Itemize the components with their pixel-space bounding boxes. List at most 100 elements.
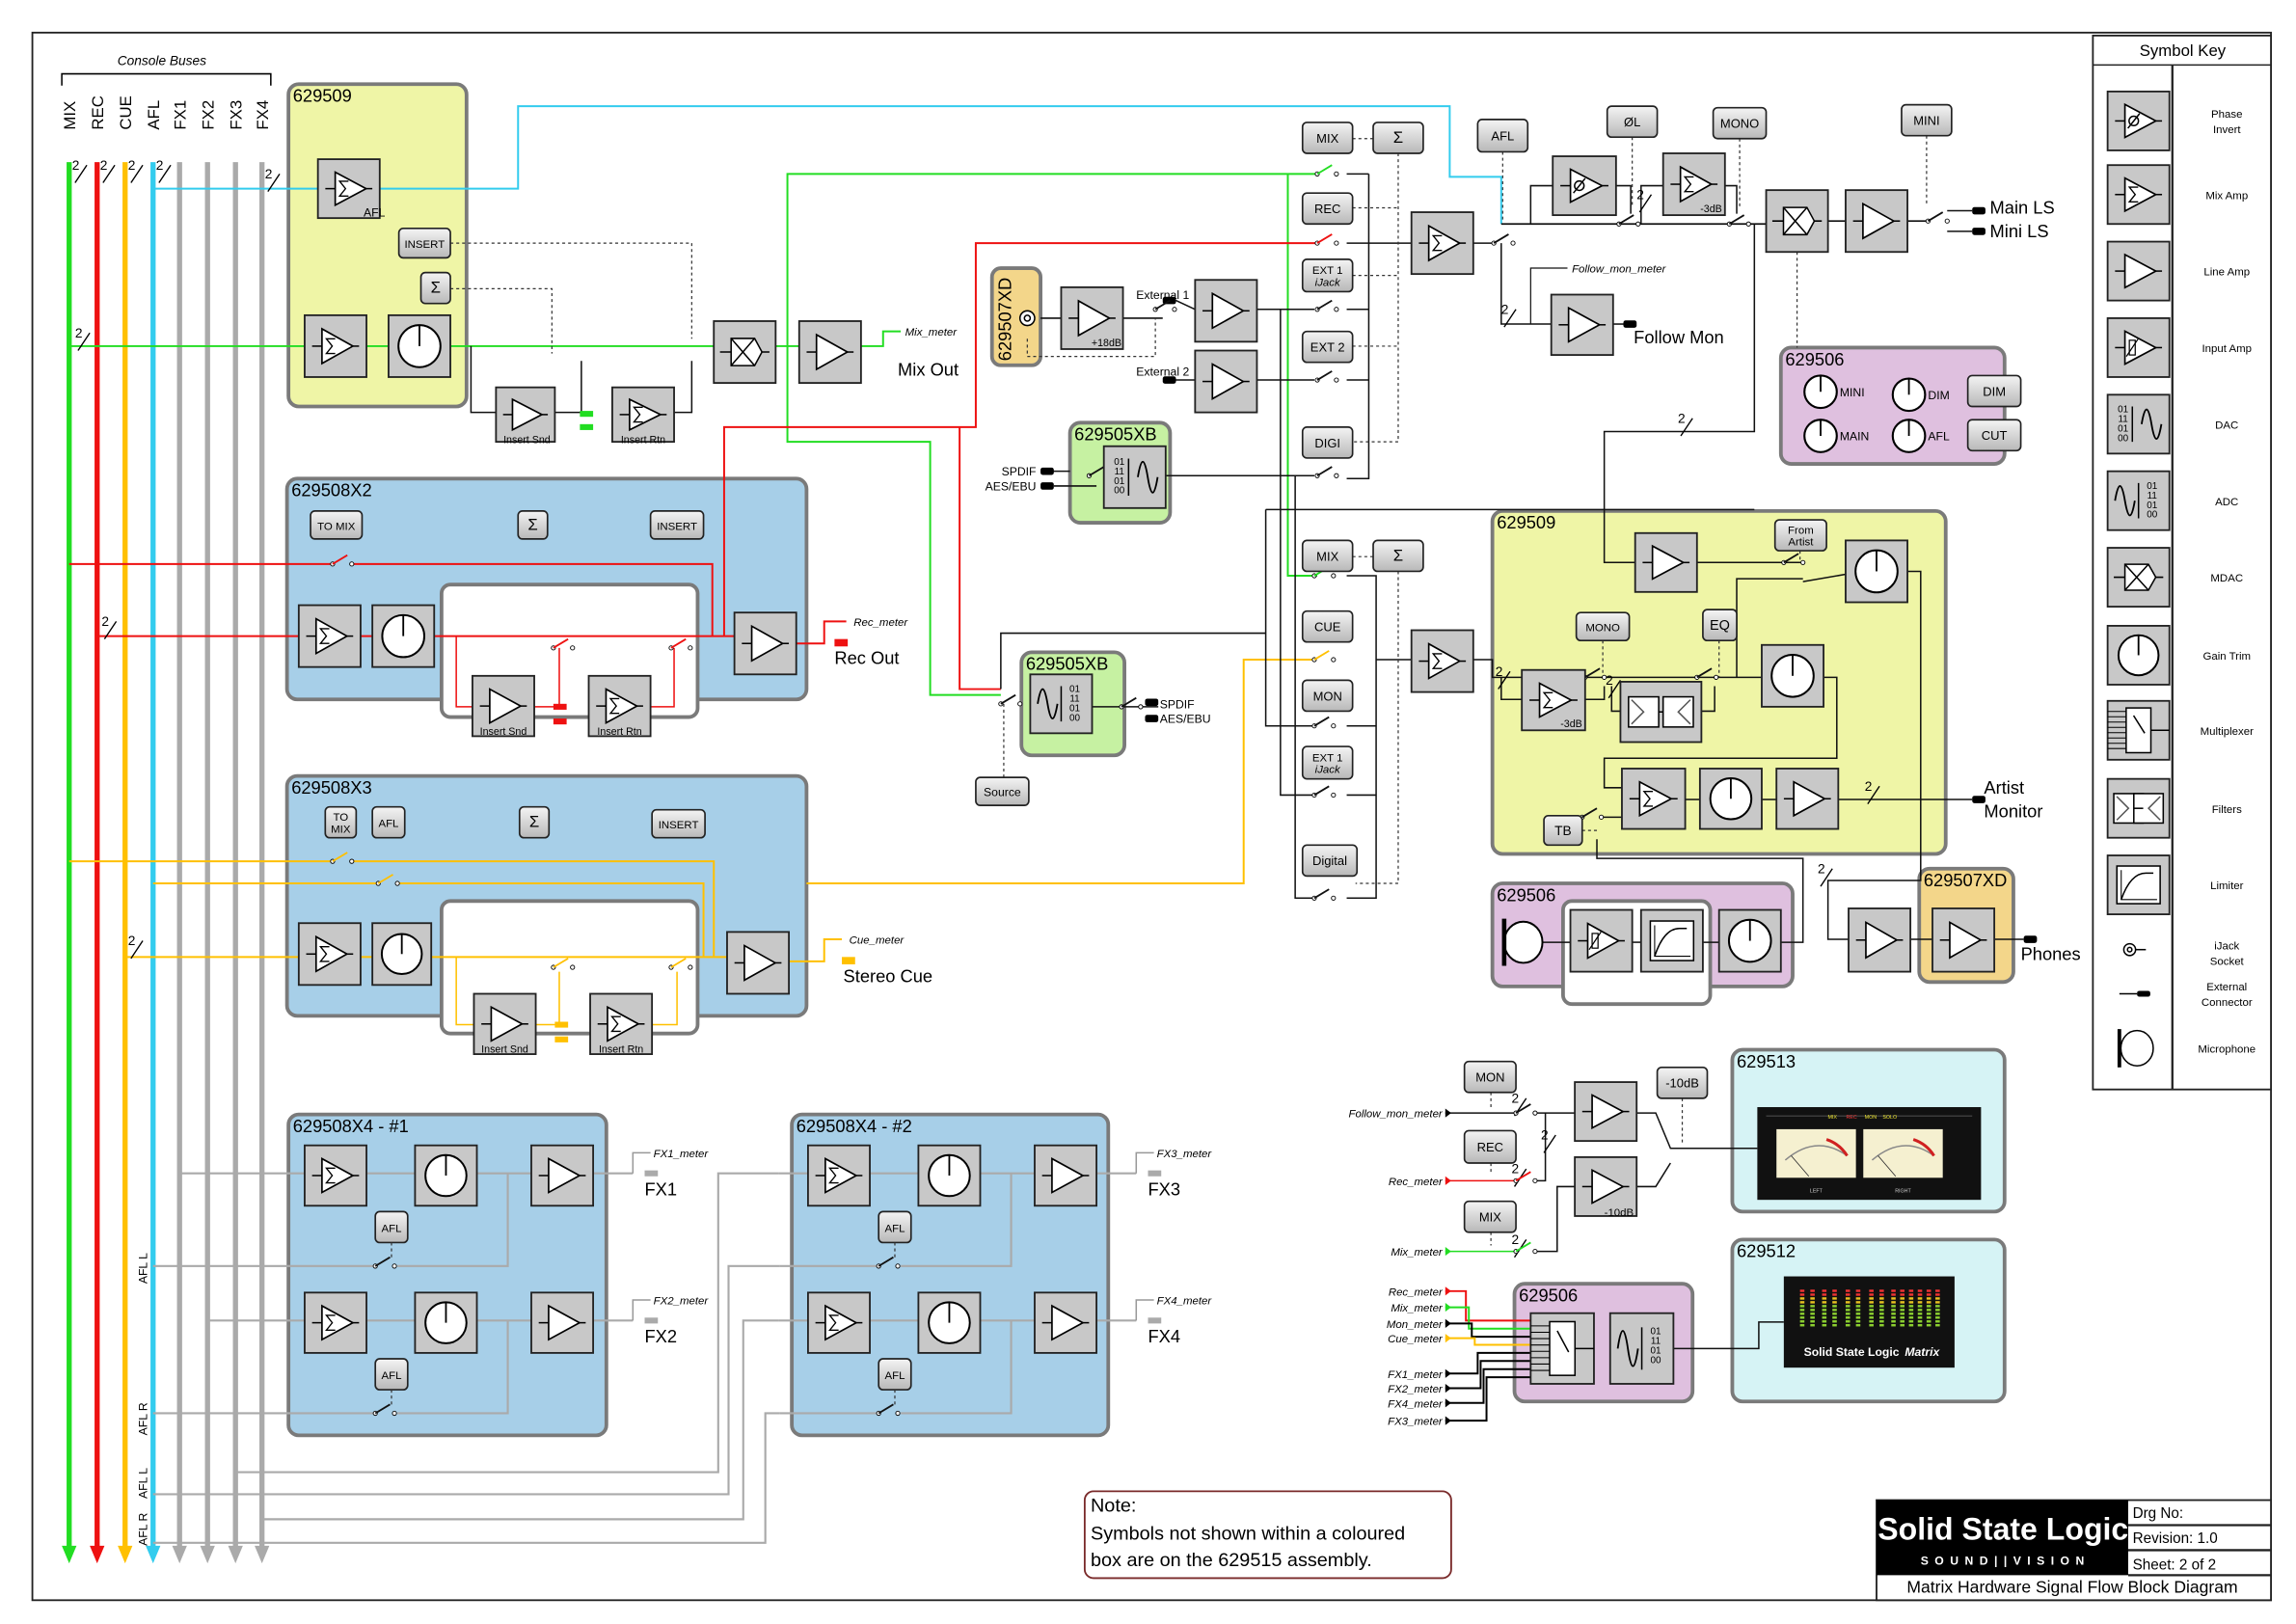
sigma-button-label[interactable]: Σ: [431, 279, 441, 297]
x3-to-mix-button-sublabel[interactable]: MIX: [331, 824, 351, 835]
mini-button-face[interactable]: [1901, 103, 1953, 137]
phase-l-button-label[interactable]: ØL: [1624, 115, 1640, 129]
cut-button-face[interactable]: [1966, 419, 2022, 452]
mono-button-face[interactable]: [1712, 106, 1768, 140]
insert-button-label[interactable]: INSERT: [404, 239, 445, 251]
x3-insert-button[interactable]: INSERT: [651, 808, 706, 839]
x4b-afl-button-2-label[interactable]: AFL: [884, 1370, 905, 1382]
afl-button-label[interactable]: AFL: [1491, 129, 1514, 144]
meter-mon-button-label[interactable]: MON: [1475, 1070, 1504, 1085]
from-artist-button-face[interactable]: [1773, 519, 1827, 552]
meter-rec-button[interactable]: REC: [1463, 1129, 1517, 1164]
source-button-label[interactable]: Source: [984, 786, 1021, 799]
dim-level-knob[interactable]: DIM: [1891, 377, 1950, 413]
artist-mix-select-button-label[interactable]: MIX: [1316, 549, 1338, 563]
x2-sigma-button-face[interactable]: [517, 510, 549, 540]
cue-select-button-label[interactable]: CUE: [1314, 620, 1341, 635]
x3-sigma-button-label[interactable]: Σ: [529, 813, 539, 831]
x3-to-mix-button-face[interactable]: [324, 805, 358, 839]
meter-rec-button-label[interactable]: REC: [1477, 1140, 1503, 1154]
from-artist-button-label[interactable]: From: [1788, 526, 1814, 537]
dim-button-face[interactable]: [1966, 374, 2022, 408]
sum-select-button[interactable]: Σ: [1372, 122, 1424, 154]
talkback-button-face[interactable]: [1543, 814, 1583, 847]
mon-select-button[interactable]: MON: [1301, 679, 1354, 713]
source-button-face[interactable]: [975, 776, 1030, 806]
mono-button[interactable]: MONO: [1712, 106, 1768, 140]
ext2-select-button[interactable]: EXT 2: [1301, 330, 1354, 364]
mon-select-button-label[interactable]: MON: [1313, 689, 1342, 703]
x4a-afl-button-1-label[interactable]: AFL: [381, 1223, 401, 1234]
mon-select-button-face[interactable]: [1301, 679, 1354, 713]
phase-l-button[interactable]: ØL: [1606, 105, 1659, 139]
x3-sigma-button-face[interactable]: [518, 805, 551, 839]
digital-select-button-label[interactable]: Digital: [1312, 853, 1347, 868]
ext1-ijack-select-button-face[interactable]: [1301, 258, 1354, 293]
x3-insert-button-face[interactable]: [651, 808, 706, 839]
sum-select-button-label[interactable]: Σ: [1393, 128, 1403, 147]
meter-rec-button-face[interactable]: [1463, 1129, 1517, 1164]
x4a-afl-button-1[interactable]: AFL: [374, 1210, 409, 1244]
x3-insert-button-label[interactable]: INSERT: [659, 820, 699, 831]
rec-select-button-face[interactable]: [1301, 192, 1354, 226]
mix-select-button-face[interactable]: [1301, 122, 1354, 154]
minus-10db-button-face[interactable]: [1656, 1066, 1709, 1099]
mini-button-label[interactable]: MINI: [1913, 114, 1939, 128]
from-artist-button-sublabel[interactable]: Artist: [1788, 537, 1814, 549]
ext2-select-button-face[interactable]: [1301, 330, 1354, 364]
ext2-select-button-label[interactable]: EXT 2: [1310, 340, 1345, 355]
minus-10db-button-label[interactable]: -10dB: [1665, 1076, 1699, 1091]
artist-ext1-ijack-button-sublabel[interactable]: iJack: [1315, 765, 1341, 776]
minus-10db-button[interactable]: -10dB: [1656, 1066, 1709, 1099]
mix-select-button[interactable]: MIX: [1301, 122, 1354, 154]
sigma-button[interactable]: Σ: [419, 271, 451, 305]
insert-button[interactable]: INSERT: [397, 227, 451, 259]
phase-l-button-face[interactable]: [1606, 105, 1659, 139]
rec-select-button[interactable]: REC: [1301, 192, 1354, 226]
afl-button[interactable]: AFL: [1476, 119, 1529, 153]
cut-button-label[interactable]: CUT: [1982, 428, 2008, 443]
meter-mix-button-label[interactable]: MIX: [1479, 1210, 1501, 1225]
x3-afl-button-face[interactable]: [371, 805, 406, 839]
eq-button-face[interactable]: [1702, 609, 1738, 642]
artist-ext1-ijack-button-label[interactable]: EXT 1: [1312, 752, 1343, 764]
main-level-knob[interactable]: MAIN: [1803, 419, 1869, 453]
digi-select-button[interactable]: DIGI: [1301, 426, 1354, 459]
cue-select-button[interactable]: CUE: [1301, 609, 1354, 643]
x2-insert-button-label[interactable]: INSERT: [657, 521, 697, 532]
artist-mono-button[interactable]: MONO: [1575, 611, 1631, 642]
artist-sum-select-button-face[interactable]: [1372, 539, 1424, 573]
x3-sigma-button[interactable]: Σ: [518, 805, 551, 839]
meter-mon-button-face[interactable]: [1463, 1060, 1517, 1094]
artist-mono-button-face[interactable]: [1575, 611, 1631, 642]
x2-sigma-button[interactable]: Σ: [517, 510, 549, 540]
mix-select-button-label[interactable]: MIX: [1316, 131, 1338, 146]
afl-level-knob[interactable]: AFL: [1891, 419, 1950, 453]
sum-select-button-face[interactable]: [1372, 122, 1424, 154]
cue-select-button-face[interactable]: [1301, 609, 1354, 643]
x4b-afl-button-1-label[interactable]: AFL: [884, 1223, 905, 1234]
source-button[interactable]: Source: [975, 776, 1030, 806]
meter-mon-button[interactable]: MON: [1463, 1060, 1517, 1094]
dim-button[interactable]: DIM: [1966, 374, 2022, 408]
dim-button-label[interactable]: DIM: [1983, 384, 2006, 398]
sigma-button-face[interactable]: [419, 271, 451, 305]
artist-sum-select-button-label[interactable]: Σ: [1393, 546, 1403, 564]
talkback-button-label[interactable]: TB: [1554, 824, 1572, 838]
x2-to-mix-button[interactable]: TO MIX: [310, 510, 364, 540]
mono-button-label[interactable]: MONO: [1720, 117, 1759, 131]
artist-ext1-ijack-button-face[interactable]: [1301, 745, 1354, 780]
x4b-afl-button-1[interactable]: AFL: [878, 1210, 912, 1244]
artist-mono-button-label[interactable]: MONO: [1585, 623, 1620, 635]
digi-select-button-label[interactable]: DIGI: [1314, 436, 1340, 450]
rec-select-button-label[interactable]: REC: [1314, 202, 1340, 216]
artist-sum-select-button[interactable]: Σ: [1372, 539, 1424, 573]
eq-button[interactable]: EQ: [1702, 609, 1738, 642]
eq-button-label[interactable]: EQ: [1710, 618, 1730, 634]
digital-select-button-face[interactable]: [1301, 844, 1359, 878]
x3-to-mix-button-label[interactable]: TO: [333, 812, 348, 824]
afl-button-face[interactable]: [1476, 119, 1529, 153]
